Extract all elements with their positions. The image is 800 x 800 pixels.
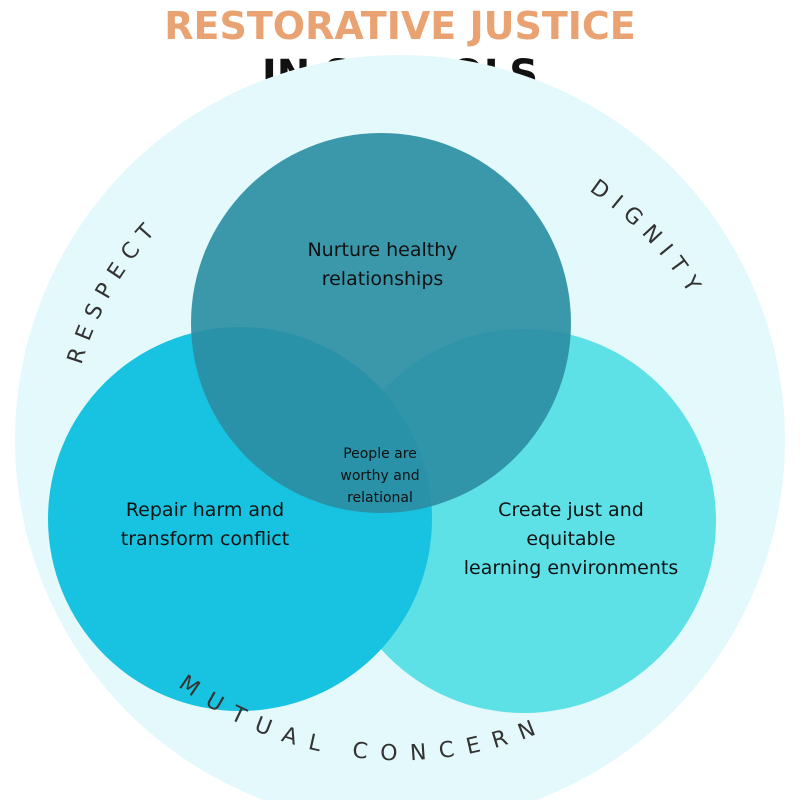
title-line-1: RESTORATIVE JUSTICE <box>164 4 636 48</box>
circle-top <box>191 133 571 513</box>
circle-left-label: Repair harm and transform conflict <box>120 499 290 550</box>
circle-right-label: Create just and equitable learning envir… <box>463 499 679 579</box>
circle-top-label: Nurture healthy relationships <box>307 239 458 290</box>
center-label: People are worthy and relational <box>340 446 420 506</box>
